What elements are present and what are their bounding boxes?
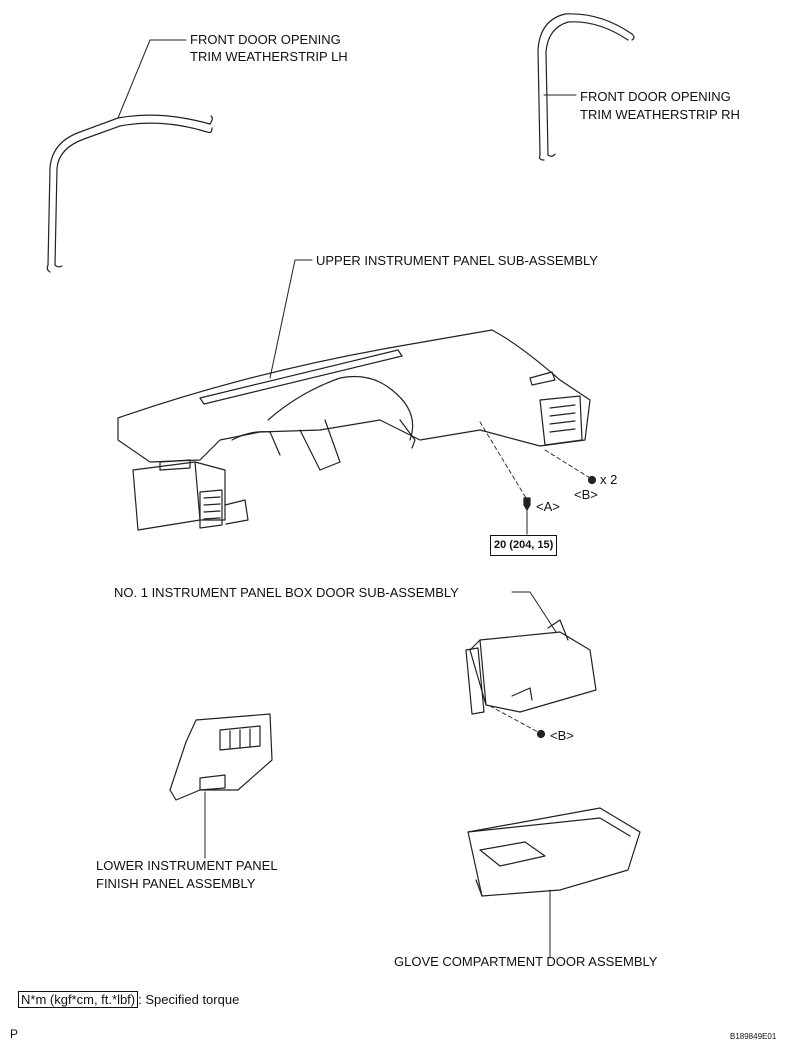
lower-finish-panel-drawing [169,713,273,859]
torque-legend-units: N*m (kgf*cm, ft.*lbf) [18,991,139,1008]
upper-panel-drawing [117,259,591,531]
figure-id: B189849E01 [730,1032,777,1041]
label-point-b-upper: <B> [574,487,598,502]
label-glove-door: GLOVE COMPARTMENT DOOR ASSEMBLY [394,954,658,969]
label-weatherstrip-lh-line2: TRIM WEATHERSTRIP LH [190,49,348,64]
box-door-drawing [465,591,597,739]
label-lower-finish-line2: FINISH PANEL ASSEMBLY [96,876,256,891]
label-screw-count: x 2 [600,472,618,487]
footer-code: P [10,1027,19,1041]
torque-legend: N*m (kgf*cm, ft.*lbf): Specified torque [18,991,239,1008]
label-point-a: <A> [536,499,560,514]
label-upper-panel: UPPER INSTRUMENT PANEL SUB-ASSEMBLY [316,253,598,268]
upper-fastener-leaders [479,421,597,535]
torque-legend-desc: : Specified torque [138,992,240,1007]
label-weatherstrip-rh-line1: FRONT DOOR OPENING [580,89,731,104]
label-point-b-lower: <B> [550,728,574,743]
label-lower-finish-line1: LOWER INSTRUMENT PANEL [96,858,278,873]
weatherstrip-lh-drawing [46,39,213,273]
weatherstrip-rh-drawing [537,13,635,161]
label-box-door: NO. 1 INSTRUMENT PANEL BOX DOOR SUB-ASSE… [114,585,459,600]
torque-spec-box: 20 (204, 15) [490,535,558,556]
label-weatherstrip-lh-line1: FRONT DOOR OPENING [190,32,341,47]
label-weatherstrip-rh-line2: TRIM WEATHERSTRIP RH [580,107,740,122]
glove-compartment-drawing [467,807,641,959]
